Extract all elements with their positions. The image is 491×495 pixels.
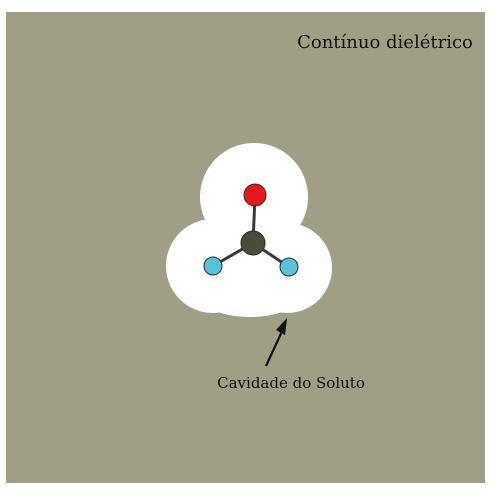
solute-cavity-label: Cavidade do Soluto bbox=[217, 374, 365, 392]
dielectric-medium-label: Contínuo dielétrico bbox=[297, 32, 473, 53]
cavity-sphere-bottom bbox=[195, 263, 305, 317]
arrow-head bbox=[276, 318, 287, 335]
solute-molecule bbox=[203, 183, 299, 277]
central-atom bbox=[240, 230, 266, 256]
cavity-arrow bbox=[265, 318, 287, 367]
arrow-shaft bbox=[265, 326, 285, 367]
hydrogen-atom-left bbox=[203, 256, 223, 276]
oxygen-atom bbox=[243, 183, 267, 207]
hydrogen-atom-right bbox=[279, 257, 299, 277]
